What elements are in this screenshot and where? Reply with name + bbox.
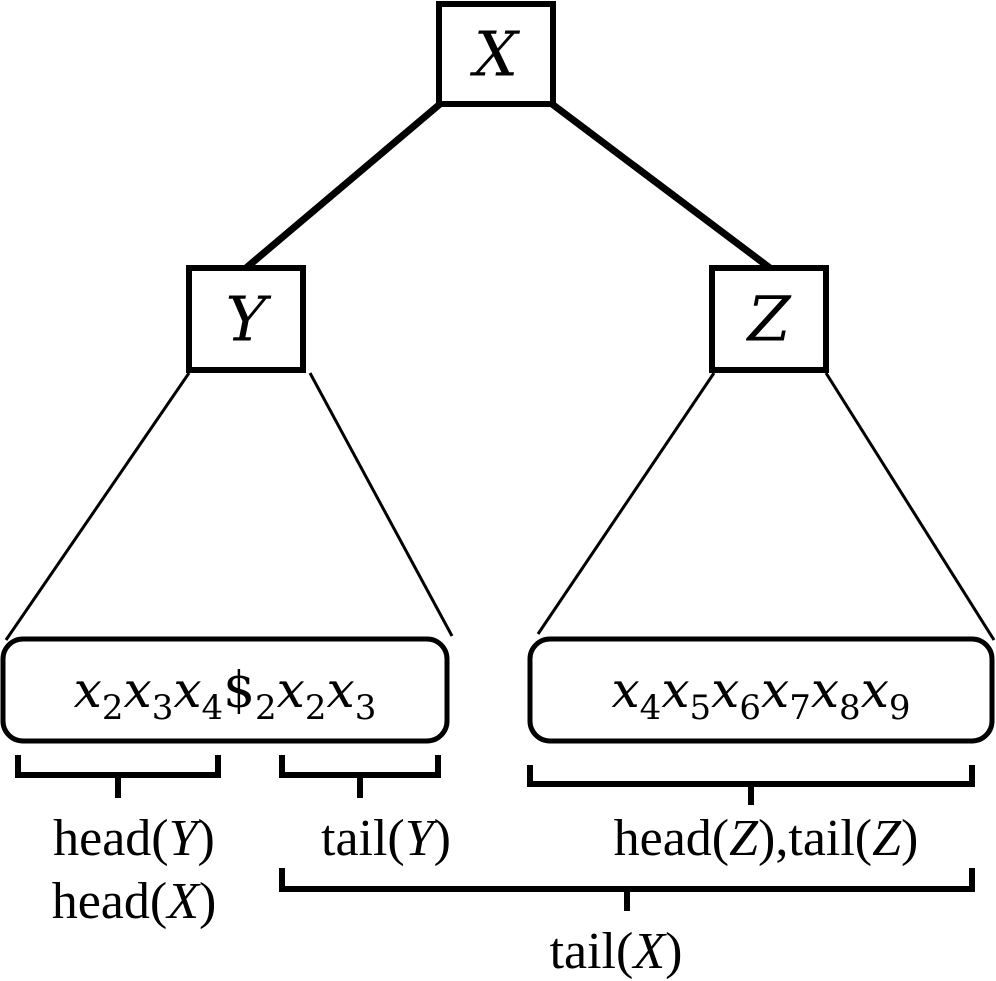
sequence-subscript: 9 bbox=[889, 688, 911, 728]
sequence-symbol: x bbox=[761, 661, 789, 719]
right-sequence-box bbox=[527, 636, 995, 744]
sequence-symbol: $ bbox=[223, 661, 255, 719]
edge-x-z bbox=[549, 101, 773, 271]
sequence-symbol: x bbox=[811, 661, 839, 719]
node-y-label: Y bbox=[226, 283, 272, 356]
sequence-subscript: 4 bbox=[202, 688, 224, 728]
sequence-subscript: 2 bbox=[102, 688, 124, 728]
subtree-y-right-edge bbox=[308, 372, 454, 637]
right-sequence: x4x5x6x7x8x9 bbox=[611, 661, 910, 728]
brace-tail-y bbox=[279, 755, 441, 798]
subtree-z-right-edge bbox=[824, 372, 996, 641]
sequence-symbol: x bbox=[611, 661, 639, 719]
caption-head-tail-z: head(Z),tail(Z) bbox=[614, 810, 919, 867]
node-x-label: X bbox=[470, 18, 521, 91]
caption-head-x: head(X) bbox=[52, 873, 217, 930]
sequence-subscript: 2 bbox=[255, 688, 277, 728]
sequence-subscript: 3 bbox=[152, 688, 174, 728]
sequence-symbol: x bbox=[326, 661, 354, 719]
brace-head-tail-z bbox=[527, 765, 975, 805]
node-z-label: Z bbox=[745, 283, 791, 356]
sequence-symbol: x bbox=[173, 661, 201, 719]
sequence-subscript: 7 bbox=[789, 688, 811, 728]
subtree-y-left-edge bbox=[4, 372, 191, 641]
sequence-subscript: 4 bbox=[640, 688, 662, 728]
left-sequence-box bbox=[0, 636, 450, 744]
caption-head-y: head(Y) bbox=[53, 810, 215, 867]
node-y: Y bbox=[186, 265, 306, 373]
caption-tail-y: tail(Y) bbox=[321, 810, 451, 867]
sequence-subscript: 6 bbox=[739, 688, 761, 728]
brace-tail-x bbox=[279, 868, 975, 911]
edge-x-y bbox=[243, 101, 443, 271]
left-sequence: x2x3x4$2x2x3 bbox=[74, 661, 377, 728]
brace-head-y bbox=[15, 755, 221, 798]
sequence-subscript: 2 bbox=[305, 688, 327, 728]
node-x: X bbox=[436, 1, 556, 107]
sequence-subscript: 5 bbox=[690, 688, 712, 728]
sequence-symbol: x bbox=[661, 661, 689, 719]
sequence-symbol: x bbox=[74, 661, 102, 719]
sequence-subscript: 3 bbox=[355, 688, 377, 728]
sequence-symbol: x bbox=[711, 661, 739, 719]
sequence-symbol: x bbox=[124, 661, 152, 719]
subtree-z-left-edge bbox=[536, 372, 716, 635]
caption-tail-x: tail(X) bbox=[550, 923, 683, 980]
sequence-symbol: x bbox=[277, 661, 305, 719]
node-z: Z bbox=[709, 265, 829, 373]
sequence-symbol: x bbox=[861, 661, 889, 719]
sequence-subscript: 8 bbox=[839, 688, 861, 728]
